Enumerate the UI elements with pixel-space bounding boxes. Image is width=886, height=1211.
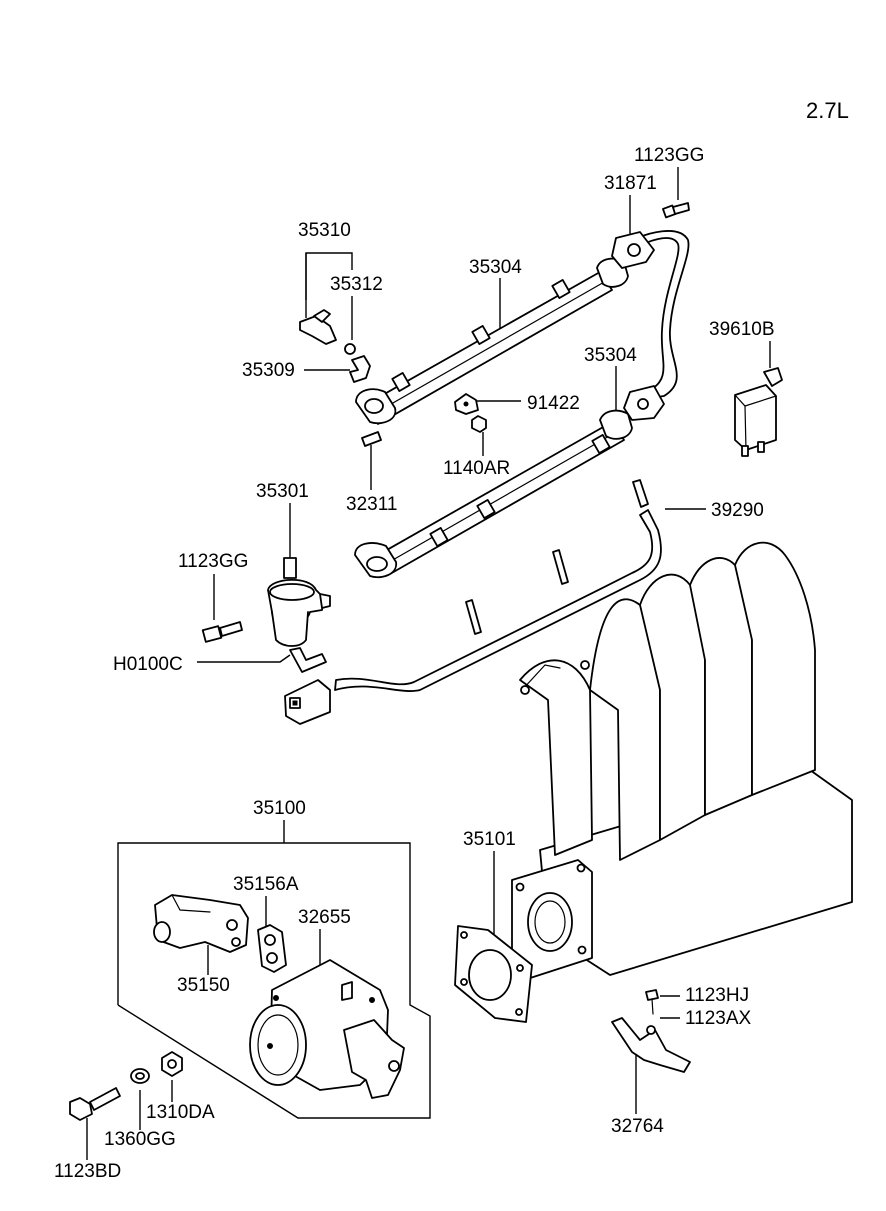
bracket-91422 [454,393,487,433]
label-35304-mid: 35304 [584,345,637,366]
label-h0100c: H0100C [113,654,183,675]
label-1360gg: 1360GG [104,1129,176,1150]
fuel-rail-upper-35304 [355,257,629,425]
label-32655: 32655 [298,907,351,928]
label-35309: 35309 [242,360,295,381]
bracket-32764 [611,1017,691,1073]
dowel-32311 [361,431,382,447]
label-91422: 91422 [527,393,580,414]
engine-label: 2.7L [806,98,849,123]
pressure-regulator-35301 [267,557,331,647]
wiring-harness-39290 [284,479,662,725]
nut-1310da [161,1051,183,1077]
label-31871: 31871 [604,173,657,194]
bolt-1123hj [645,989,659,1015]
bolt-1123gg-left [201,621,243,643]
label-35301: 35301 [256,481,309,502]
injector-35310 [299,309,371,383]
leader-lines [86,167,771,1160]
label-1123bd: 1123BD [54,1161,121,1182]
label-32764: 32764 [611,1116,664,1137]
idle-valve-35150 [153,894,249,953]
label-35150: 35150 [177,975,230,996]
intake-manifold [511,541,853,981]
throttle-body-32655 [249,959,405,1099]
label-1123gg-left: 1123GG [178,551,248,572]
fuel-rail-lower-35304 [354,409,633,579]
crossover-pipe [611,230,690,421]
label-39290: 39290 [711,500,764,521]
relay-39610b [734,367,783,457]
label-35312: 35312 [330,274,383,295]
label-1123ax: 1123AX [685,1008,752,1029]
label-1140ar: 1140AR [443,458,510,479]
bolt-1123bd [69,1087,121,1121]
gasket-35156a [257,924,287,973]
label-35101: 35101 [463,829,516,850]
label-35310: 35310 [298,220,351,241]
label-35304-top: 35304 [469,257,522,278]
throttle-gasket-35101 [454,925,533,1023]
label-39610b: 39610B [709,319,775,340]
label-32311: 32311 [346,494,397,515]
label-1310da: 1310DA [146,1102,215,1123]
label-1123gg-top: 1123GG [634,145,704,166]
label-35156a: 35156A [233,874,299,895]
bolt-1123gg-top [662,202,690,219]
washer-1360gg [130,1068,150,1084]
label-35100: 35100 [253,798,306,819]
label-1123hj: 1123HJ [685,985,749,1006]
hose-h0100c [289,647,327,673]
